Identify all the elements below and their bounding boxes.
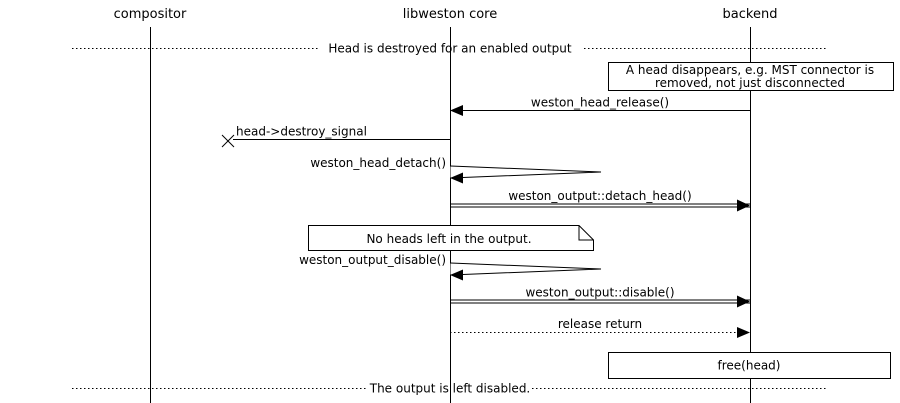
arrowhead-left-weston-head-release: [450, 105, 463, 116]
divider-label-bottom: The output is left disabled.: [369, 382, 531, 396]
message-label-weston-head-detach: weston_head_detach(): [310, 156, 446, 170]
arrowhead-right-detach-head: [737, 199, 750, 212]
message-label-head-destroy-signal: head->destroy_signal: [236, 125, 367, 139]
message-label-release-return: release return: [558, 317, 642, 331]
message-label-detach-head: weston_output::detach_head(): [508, 189, 691, 203]
note-head-disappears-box: [608, 62, 894, 91]
actor-label-compositor: compositor: [114, 7, 187, 22]
note-no-heads-left-box: [308, 225, 594, 251]
arrowhead-right-release-return: [737, 327, 750, 338]
note-no-heads-left-text: No heads left in the output.: [366, 232, 531, 246]
note-head-disappears-line1: A head disappears, e.g. MST connector is: [626, 63, 874, 77]
note-head-disappears-line2: removed, not just disconnected: [655, 76, 845, 90]
arrowhead-right-output-disable: [737, 295, 750, 308]
lost-message-x-icon: [221, 134, 235, 148]
action-box-free-head: [608, 352, 891, 379]
arrowhead-left-weston-head-detach: [450, 172, 463, 184]
action-box-free-head-text: free(head): [718, 359, 781, 373]
note-dogear-fold: [578, 225, 594, 241]
arrowhead-left-weston-output-disable: [450, 269, 463, 281]
actor-label-libweston-core: libweston core: [403, 7, 497, 22]
message-label-output-disable: weston_output::disable(): [525, 286, 674, 300]
actor-label-backend: backend: [723, 7, 778, 22]
message-label-weston-head-release: weston_head_release(): [531, 96, 669, 110]
message-label-weston-output-disable: weston_output_disable(): [299, 253, 446, 267]
self-call-loop-weston-output-disable: [450, 262, 602, 276]
self-call-loop-weston-head-detach: [450, 165, 602, 179]
